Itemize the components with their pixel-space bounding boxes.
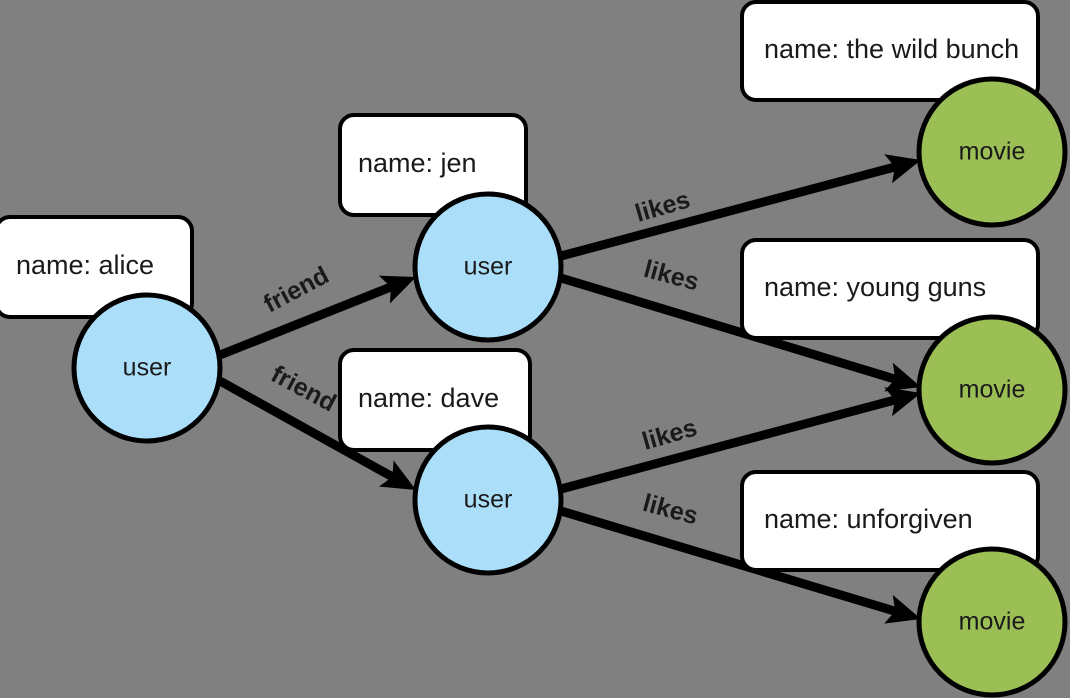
node-circle-user bbox=[412, 424, 564, 576]
edge-line bbox=[559, 162, 898, 261]
property-box-wildbunch[interactable]: name: the wild bunch bbox=[740, 0, 1040, 102]
edge-label-jen-likes-youngguns: likes bbox=[641, 255, 702, 296]
edge-line bbox=[217, 377, 396, 482]
arrow-head-icon bbox=[884, 594, 921, 624]
edge-line bbox=[559, 395, 898, 494]
node-label: movie bbox=[959, 376, 1026, 404]
node-label: movie bbox=[959, 608, 1026, 636]
node-jen[interactable]: user bbox=[412, 191, 564, 343]
node-alice[interactable]: user bbox=[71, 292, 223, 444]
edge-label-dave-likes-youngguns: likes bbox=[639, 414, 700, 456]
arrow-head-icon bbox=[884, 154, 921, 184]
arrow-head-icon bbox=[884, 387, 921, 417]
property-box-alice[interactable]: name: alice bbox=[0, 215, 194, 319]
arrow-head-icon bbox=[378, 275, 416, 304]
property-box-text: name: young guns bbox=[764, 272, 986, 302]
property-box-text: name: alice bbox=[16, 250, 154, 280]
arrow-head-icon bbox=[378, 460, 416, 490]
node-wildbunch[interactable]: movie bbox=[916, 76, 1068, 228]
edge-alice-friend-jen[interactable] bbox=[218, 275, 416, 360]
property-boxes-layer: name: alice name: jen name: dave name: the … bbox=[0, 0, 1040, 572]
property-box-rect bbox=[338, 113, 528, 217]
edge-line bbox=[559, 506, 898, 616]
edge-line bbox=[559, 273, 898, 384]
node-label: user bbox=[464, 486, 513, 514]
property-box-text: name: jen bbox=[358, 148, 477, 178]
property-box-youngguns[interactable]: name: young guns bbox=[740, 238, 1040, 340]
property-box-rect bbox=[740, 238, 1040, 340]
node-circle-user bbox=[412, 191, 564, 343]
node-label: user bbox=[464, 253, 513, 281]
property-box-text: name: unforgiven bbox=[764, 504, 973, 534]
node-circle-user bbox=[71, 292, 223, 444]
edge-jen-likes-wildbunch[interactable] bbox=[559, 154, 921, 261]
property-box-text: name: the wild bunch bbox=[764, 34, 1019, 64]
property-box-rect bbox=[740, 0, 1040, 102]
node-dave[interactable]: user bbox=[412, 424, 564, 576]
edge-dave-likes-unforgiven[interactable] bbox=[559, 506, 921, 624]
edge-dave-likes-youngguns[interactable] bbox=[559, 387, 921, 494]
nodes-layer: user user user movie movie movie bbox=[71, 76, 1068, 698]
property-box-jen[interactable]: name: jen bbox=[338, 113, 528, 217]
edge-alice-friend-dave[interactable] bbox=[217, 377, 416, 490]
node-unforgiven[interactable]: movie bbox=[916, 546, 1068, 698]
edge-label-dave-likes-unforgiven: likes bbox=[640, 489, 701, 530]
property-box-rect bbox=[740, 470, 1040, 572]
arrow-head-icon bbox=[884, 362, 921, 392]
node-youngguns[interactable]: movie bbox=[916, 314, 1068, 466]
node-label: movie bbox=[959, 138, 1026, 166]
edge-line bbox=[218, 282, 394, 360]
edges-layer bbox=[217, 154, 921, 624]
node-circle-movie bbox=[916, 546, 1068, 698]
property-box-text: name: dave bbox=[358, 383, 499, 413]
node-circle-movie bbox=[916, 314, 1068, 466]
property-box-unforgiven[interactable]: name: unforgiven bbox=[740, 470, 1040, 572]
node-circle-movie bbox=[916, 76, 1068, 228]
node-label: user bbox=[123, 354, 172, 382]
edge-jen-likes-youngguns[interactable] bbox=[559, 273, 921, 392]
